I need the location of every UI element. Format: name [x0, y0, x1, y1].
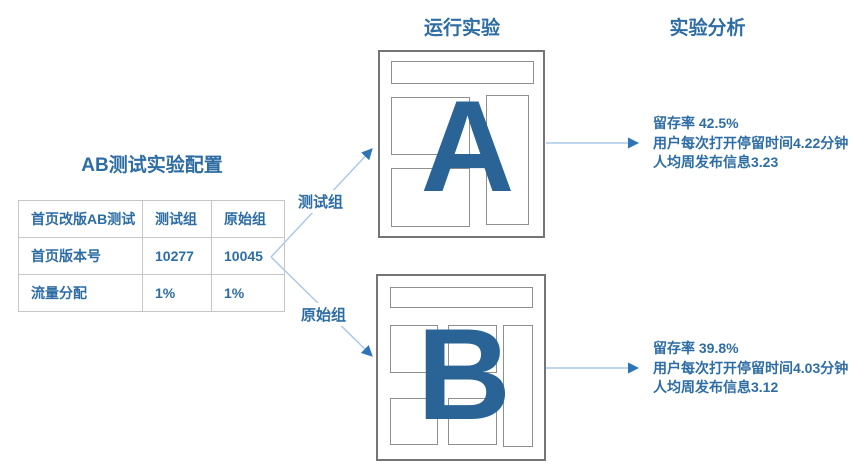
config-table-row-version: 首页版本号 10277 10045	[18, 237, 285, 275]
wireframe-sidebar-block	[503, 325, 533, 447]
branch-label-control-group: 原始组	[298, 303, 350, 326]
config-table-cell: 10277	[142, 237, 212, 275]
variant-b-wireframe: B	[376, 274, 546, 461]
wireframe-content-block	[391, 97, 470, 155]
wireframe-content-block	[390, 325, 438, 373]
config-table-cell: 10045	[211, 237, 285, 275]
wireframe-content-block	[391, 168, 470, 227]
wireframe-content-block	[390, 398, 438, 445]
config-table-header-cell: 首页改版AB测试	[18, 200, 143, 238]
result-a-metrics: 留存率 42.5% 用户每次打开停留时间4.22分钟 人均周发布信息3.23	[653, 114, 848, 173]
branch-label-test-group: 测试组	[295, 190, 347, 213]
config-table-row-traffic: 流量分配 1% 1%	[18, 274, 285, 312]
config-title: AB测试实验配置	[81, 155, 223, 176]
analysis-title: 实验分析	[669, 18, 746, 39]
result-b-session-time: 用户每次打开停留时间4.03分钟	[653, 359, 849, 376]
config-table: 首页改版AB测试 测试组 原始组 首页版本号 10277 10045 流量分配 …	[18, 200, 285, 312]
wireframe-sidebar-block	[486, 95, 529, 225]
wireframe-header-block	[391, 61, 534, 84]
config-table-cell: 1%	[142, 274, 212, 312]
result-b-posts-per-week: 人均周发布信息3.12	[653, 379, 779, 395]
config-table-cell: 首页版本号	[18, 237, 143, 275]
result-a-session-time: 用户每次打开停留时间4.22分钟	[653, 134, 849, 151]
config-table-header-row: 首页改版AB测试 测试组 原始组	[18, 200, 285, 238]
config-table-header-cell: 测试组	[142, 200, 212, 238]
config-table-cell: 1%	[211, 274, 285, 312]
result-b-metrics: 留存率 39.8% 用户每次打开停留时间4.03分钟 人均周发布信息3.12	[653, 339, 848, 398]
variant-a-wireframe: A	[378, 50, 545, 238]
run-experiment-title: 运行实验	[423, 18, 500, 39]
result-a-posts-per-week: 人均周发布信息3.23	[653, 154, 779, 170]
result-b-retention: 留存率 39.8%	[653, 340, 739, 356]
result-a-retention: 留存率 42.5%	[653, 115, 739, 131]
wireframe-header-block	[390, 287, 533, 308]
wireframe-content-block	[448, 325, 497, 373]
config-table-cell: 流量分配	[18, 274, 143, 312]
config-table-header-cell: 原始组	[211, 200, 285, 238]
wireframe-content-block	[448, 398, 497, 445]
